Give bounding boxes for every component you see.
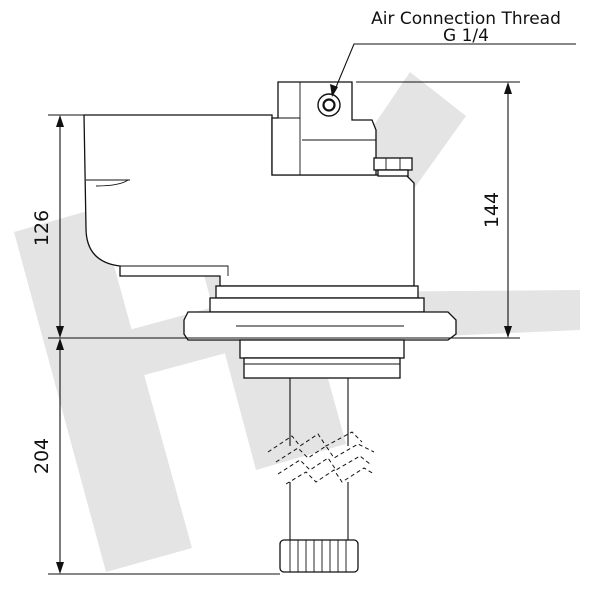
dimension-204: 204 xyxy=(31,338,64,574)
break-line-icon xyxy=(267,431,375,485)
dimension-label-204: 204 xyxy=(31,438,53,474)
knurled-nut xyxy=(279,539,359,573)
air-port-icon xyxy=(317,93,341,117)
flange xyxy=(183,285,457,341)
dimension-126: 126 xyxy=(31,115,64,338)
dimension-label-144: 144 xyxy=(481,192,503,228)
dimension-144: 144 xyxy=(481,82,512,338)
hex-nut xyxy=(373,157,413,177)
shaft xyxy=(267,378,375,540)
dimension-label-126: 126 xyxy=(31,210,53,246)
extension-lines xyxy=(48,81,520,575)
upper-housing xyxy=(83,114,415,287)
callout-line-1: Air Connection Thread xyxy=(371,9,561,29)
callout-line-2: G 1/4 xyxy=(443,26,489,46)
air-connection-block xyxy=(271,81,377,176)
lower-body xyxy=(239,339,405,379)
air-connection-callout: Air Connection Thread G 1/4 xyxy=(330,9,576,97)
